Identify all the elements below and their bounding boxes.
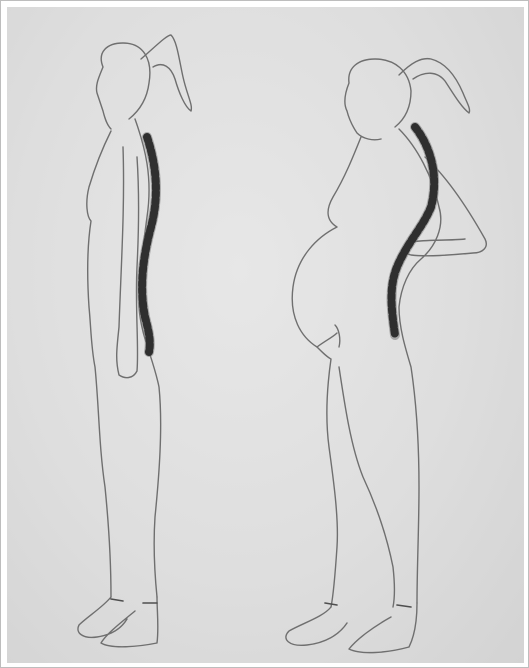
left-arm: [117, 147, 139, 378]
sketch-drawing: [7, 7, 524, 663]
left-head: [96, 43, 149, 129]
left-ankle-marks: [111, 599, 157, 603]
pregnant-figure: [286, 59, 486, 653]
left-spine: [142, 137, 156, 352]
right-head: [345, 59, 411, 140]
right-feet: [286, 603, 417, 653]
left-front: [87, 131, 111, 597]
left-ponytail: [141, 35, 191, 111]
right-front: [292, 137, 361, 607]
right-belly-line: [317, 325, 340, 347]
non-pregnant-figure: [78, 35, 191, 647]
left-feet: [78, 597, 158, 647]
right-inner-leg: [339, 367, 395, 607]
right-ankle-marks: [325, 603, 411, 607]
